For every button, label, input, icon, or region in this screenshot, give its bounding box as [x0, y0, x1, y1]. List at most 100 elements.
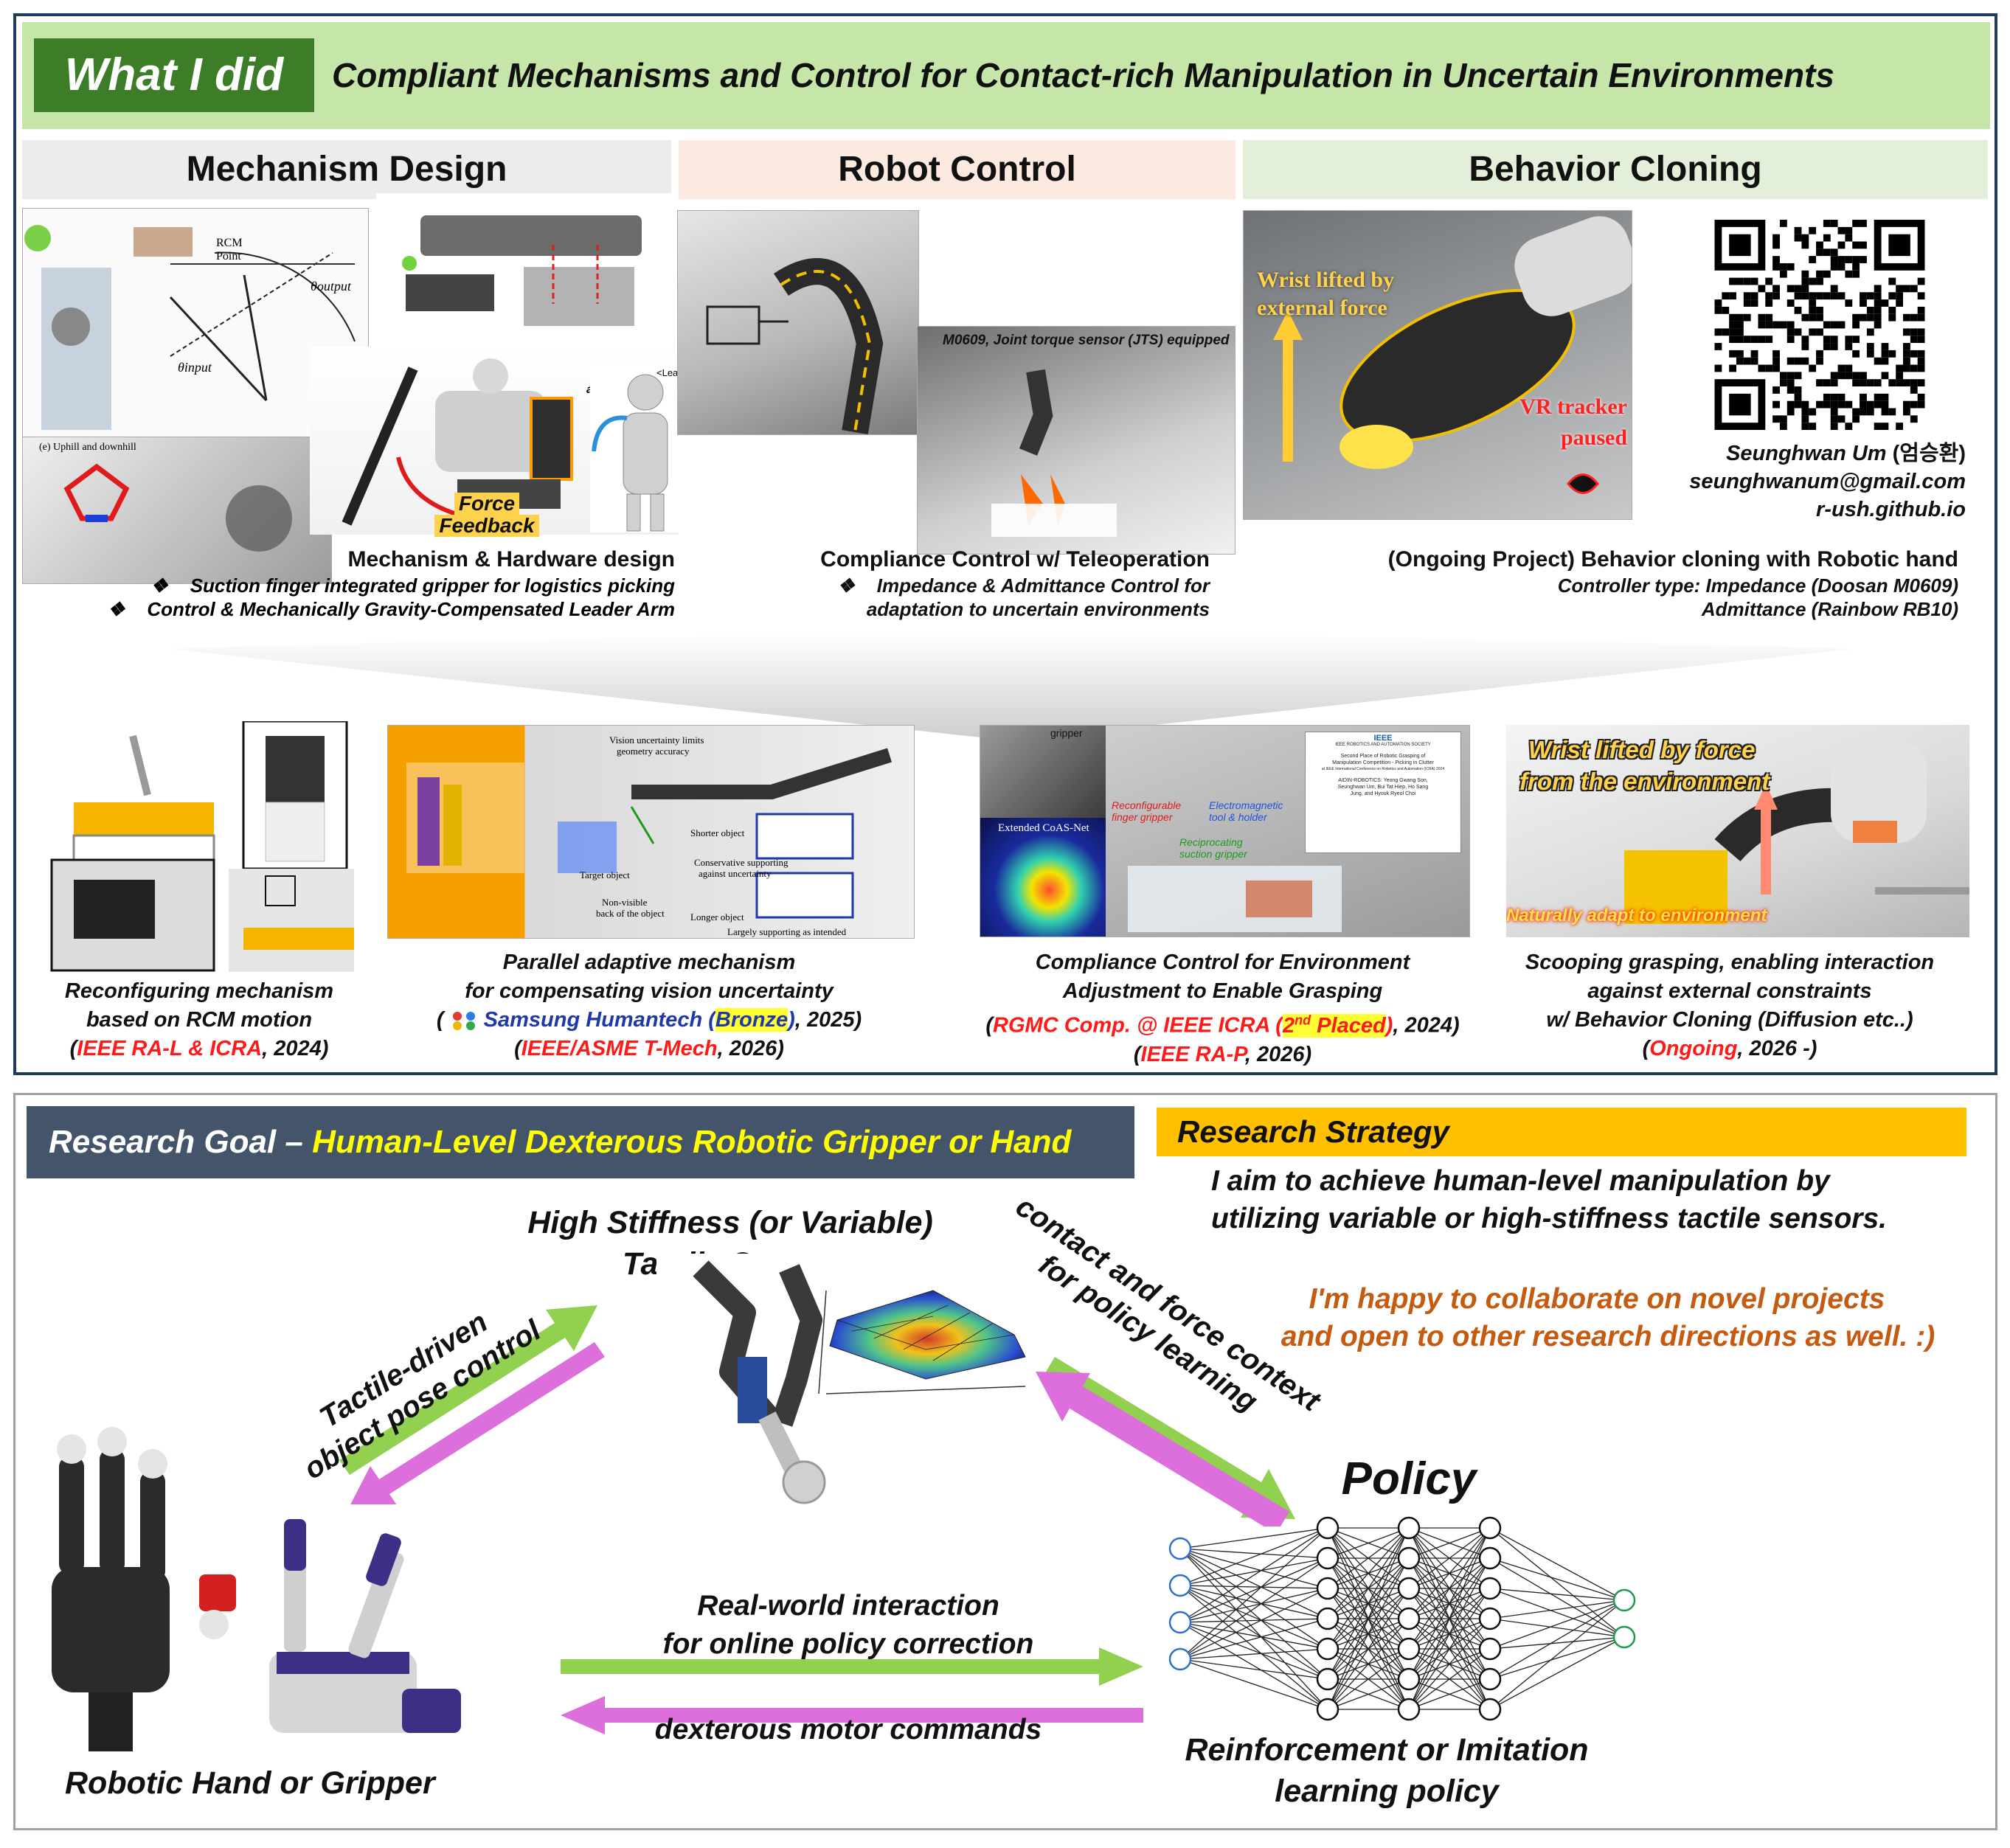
mech-bullet-1: Suction finger integrated gripper for lo…	[190, 574, 675, 597]
network-edge	[1489, 1527, 1625, 1638]
network-edge	[1179, 1548, 1328, 1680]
network-edge	[1408, 1588, 1491, 1710]
network-node	[1397, 1516, 1421, 1540]
scooping-grasp-photo: Wrist lifted by force from the environme…	[1506, 725, 1969, 937]
network-edge	[1327, 1527, 1410, 1559]
research-goal-bar: Research Goal – Human-Level Dexterous Ro…	[27, 1106, 1134, 1178]
research-goal-highlight: Human-Level Dexterous Robotic Gripper or…	[312, 1124, 1072, 1160]
network-edge	[1179, 1588, 1328, 1660]
largely-supporting-label: Largely supporting as intended	[727, 926, 847, 937]
network-node	[1316, 1516, 1340, 1540]
network-edge	[1408, 1678, 1491, 1710]
network-node	[1397, 1637, 1421, 1661]
m0609-label: M0609, Joint torque sensor (JTS) equippe…	[943, 333, 1230, 348]
policy-network-diagram	[1168, 1516, 1636, 1721]
network-edge	[1489, 1557, 1625, 1638]
network-edge	[1179, 1548, 1328, 1559]
ctrl-description: ❖Impedance & Admittance Control for adap…	[837, 574, 1210, 620]
network-edge	[1179, 1548, 1328, 1710]
network-node	[1397, 1546, 1421, 1570]
header-mechanism-design: Mechanism Design	[22, 140, 671, 199]
policy-type-label: Reinforcement or Imitation learning poli…	[1185, 1732, 1589, 1809]
realworld-label: Real-world interaction for online policy…	[662, 1590, 1034, 1660]
rgmc-competition-photo: gripper Extended CoAS-Net Reconfigurable…	[980, 725, 1470, 937]
network-node	[1316, 1607, 1340, 1630]
network-edge	[1179, 1618, 1328, 1660]
website-link[interactable]: r-ush.github.io	[1816, 498, 1966, 521]
status-ongoing: Ongoing	[1649, 1037, 1738, 1060]
tactile-control-arrows	[339, 1305, 605, 1504]
motor-commands-arrow	[561, 1696, 1143, 1734]
network-node	[1168, 1611, 1192, 1634]
network-edge	[1408, 1527, 1491, 1589]
bc-controller-info: Controller type: Impedance (Doosan M0609…	[1557, 574, 1958, 620]
naturally-adapt-label: Naturally adapt to environment	[1506, 906, 1767, 925]
robotic-gripper-render	[254, 1519, 461, 1740]
context-arrows	[1036, 1357, 1295, 1526]
network-edge	[1489, 1599, 1625, 1680]
page-title: Compliant Mechanisms and Control for Con…	[332, 56, 1834, 94]
network-edge	[1327, 1588, 1410, 1710]
mech-caption: Mechanism & Hardware design	[347, 547, 675, 572]
collaboration-note: I'm happy to collaborate on novel projec…	[1280, 1283, 1936, 1352]
network-edge	[1179, 1548, 1328, 1650]
longer-object-label: Longer object	[690, 911, 744, 923]
gripper-closeup: gripper	[980, 726, 1106, 818]
email-link[interactable]: seunghwanum@gmail.com	[1689, 470, 1966, 493]
name-en: Seunghwan Um	[1726, 442, 1887, 465]
award-certificate: IEEE IEEE ROBOTICS AND AUTOMATION SOCIET…	[1305, 732, 1461, 853]
theta-output-label: θoutput	[311, 279, 351, 293]
network-node	[1316, 1667, 1340, 1691]
research-strategy-header: Research Strategy	[1157, 1108, 1966, 1156]
mech-bullets: ❖ Suction finger integrated gripper for l…	[22, 574, 675, 621]
publication-ral-icra: IEEE RA-L & ICRA	[77, 1037, 263, 1060]
network-edge	[1408, 1648, 1491, 1710]
network-node	[1478, 1577, 1502, 1600]
network-node	[1316, 1577, 1340, 1600]
rgmc-competition-award: RGMC Comp. @ IEEE ICRA (	[993, 1013, 1283, 1038]
network-edge	[1327, 1527, 1410, 1619]
network-node	[1478, 1516, 1502, 1540]
rcm-reconfig-photos	[44, 721, 354, 972]
shorter-object-label: Shorter object	[690, 827, 745, 838]
ctrl-caption: Compliance Control w/ Teleoperation	[820, 547, 1210, 572]
publication-tmech: IEEE/ASME T-Mech	[521, 1037, 718, 1060]
publication-rap: IEEE RA-P	[1140, 1042, 1245, 1066]
network-edge	[1489, 1636, 1625, 1680]
network-edge	[1179, 1557, 1328, 1660]
network-node	[1397, 1577, 1421, 1600]
network-edge	[1179, 1527, 1328, 1660]
bc-caption: (Ongoing Project) Behavior cloning with …	[1387, 547, 1958, 572]
project-4-caption: Scooping grasping, enabling interaction …	[1525, 951, 1935, 1060]
network-edge	[1179, 1622, 1328, 1650]
network-edge	[1179, 1622, 1328, 1680]
network-edge	[1179, 1527, 1328, 1623]
network-edge	[1489, 1599, 1625, 1650]
network-node	[1478, 1607, 1502, 1630]
zoom-lines	[818, 1290, 1026, 1394]
wrist-lifted-force-label: Wrist lifted by force from the environme…	[1519, 736, 1770, 795]
bullet-icon: ❖	[108, 598, 125, 620]
project-3-caption: Compliance Control for Environment Adjus…	[985, 951, 1460, 1066]
tactile-surface-plot	[822, 1276, 1029, 1386]
network-edge	[1179, 1585, 1328, 1710]
network-node	[1478, 1698, 1502, 1721]
network-edge	[1179, 1585, 1328, 1589]
project-2-caption: Parallel adaptive mechanism for compensa…	[436, 951, 862, 1060]
network-node	[1316, 1546, 1340, 1570]
header-robot-control: Robot Control	[679, 140, 1236, 199]
tactile-gripper-render	[656, 1254, 878, 1504]
human-leader-figure: <Leader>	[590, 363, 701, 532]
network-edge	[1179, 1585, 1328, 1680]
suction-gripper-render	[376, 193, 671, 355]
funnel-arrow	[170, 634, 1851, 737]
bullet-icon: ❖	[150, 574, 168, 597]
network-edge	[1179, 1588, 1328, 1623]
contact-qr-code[interactable]	[1713, 220, 1927, 430]
network-edge	[1179, 1527, 1328, 1549]
